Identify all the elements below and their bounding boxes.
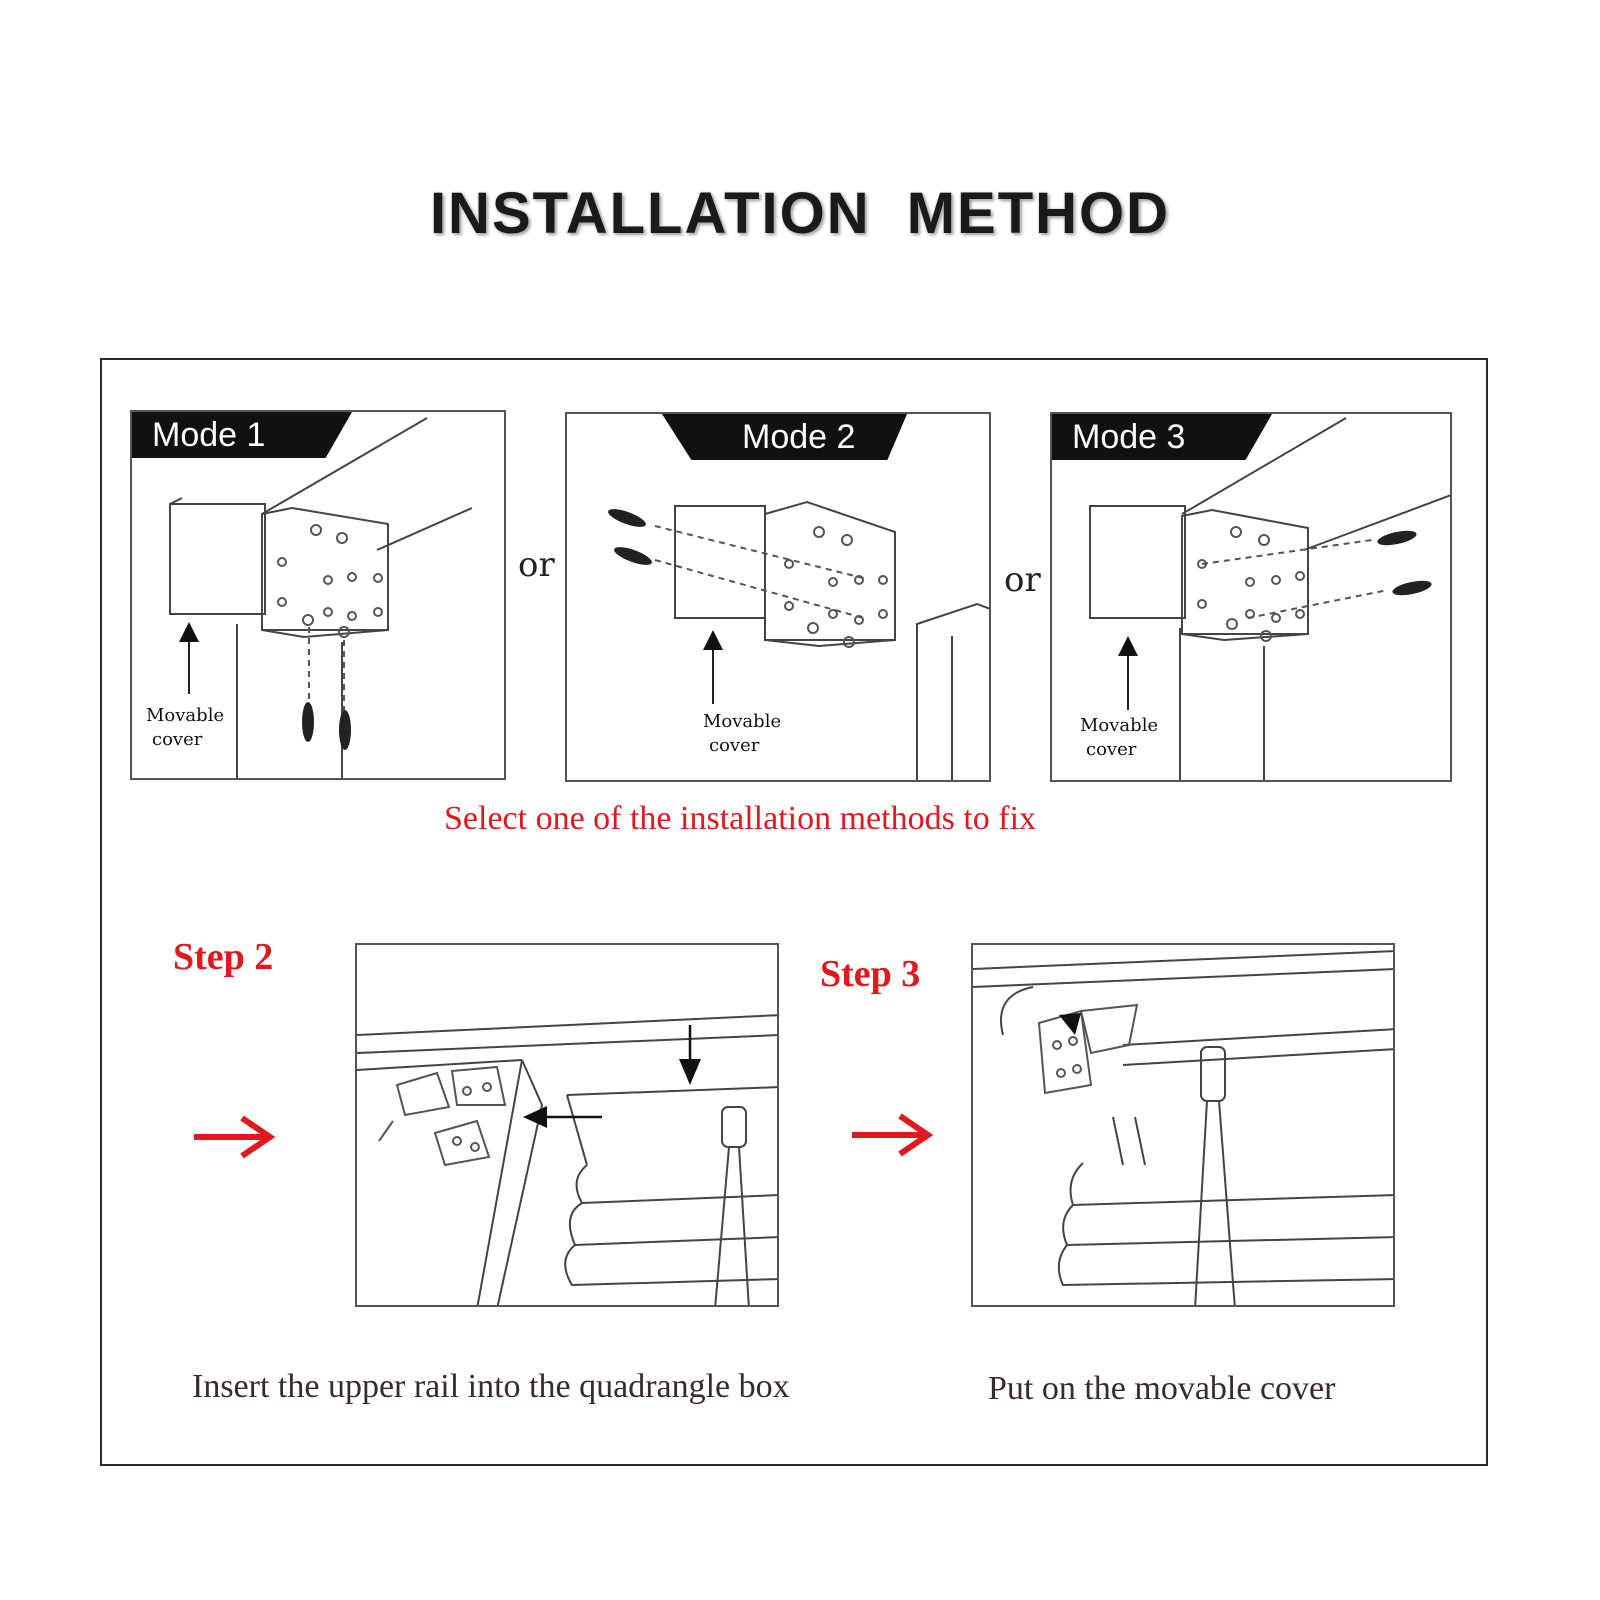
step-2-panel [355, 943, 779, 1307]
or-label-2: or [1004, 560, 1041, 600]
step-3-label: Step 3 [820, 953, 921, 995]
or-label-1: or [518, 545, 555, 585]
mode-1-caption: Movable cover [146, 705, 225, 750]
select-method-caption: Select one of the installation methods t… [444, 800, 1037, 837]
step-3-arrow-icon [852, 1113, 934, 1157]
mode-3-label: Mode 3 [1052, 414, 1272, 460]
step-2-arrow-icon [194, 1115, 276, 1159]
step-3-caption: Put on the movable cover [988, 1370, 1336, 1407]
step-2-illustration [357, 1014, 777, 1305]
mode-1-panel: Mode 1 Movable cover [130, 410, 506, 780]
step-2-caption: Insert the upper rail into the quadrangl… [192, 1368, 790, 1405]
mode-2-illustration [608, 500, 989, 780]
mode-2-caption: Movable cover [703, 711, 782, 756]
step-2-label: Step 2 [173, 936, 274, 978]
page-title: INSTALLATION METHOD [429, 181, 1171, 246]
mode-3-caption: Movable cover [1080, 715, 1159, 760]
step-3-illustration [973, 950, 1393, 1305]
mode-1-label: Mode 1 [132, 412, 352, 458]
step-3-panel [971, 943, 1395, 1307]
mode-1-illustration [169, 417, 473, 778]
mode-2-label: Mode 2 [662, 414, 907, 460]
mode-2-panel: Mode 2 Movable cover [565, 412, 991, 782]
instruction-frame [100, 358, 1488, 1466]
mode-3-panel: Mode 3 Movable cover [1050, 412, 1452, 782]
mode-3-illustration [1089, 417, 1450, 780]
